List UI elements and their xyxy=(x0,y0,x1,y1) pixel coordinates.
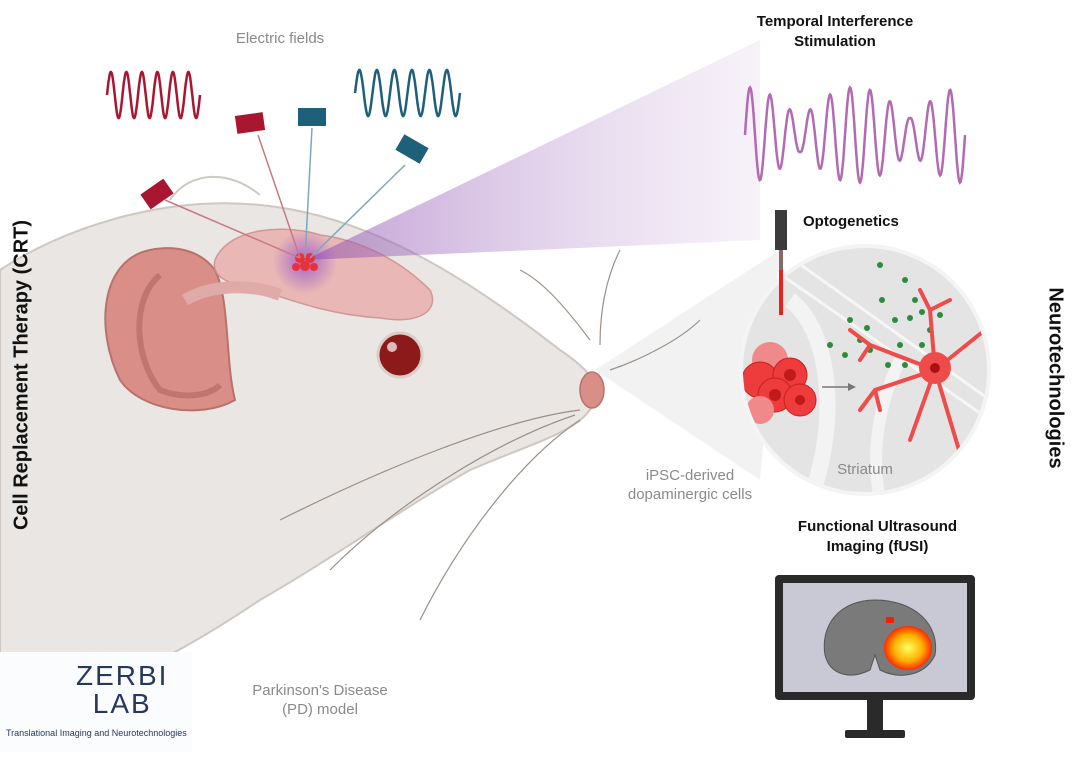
electrode-red xyxy=(140,178,174,210)
cell-cluster xyxy=(743,342,817,424)
dopamine-dot xyxy=(937,312,943,318)
dopamine-dot xyxy=(902,362,908,368)
mouse-head-back xyxy=(169,175,261,201)
dopamine-dot xyxy=(892,317,898,323)
pd-line2: (PD) model xyxy=(282,701,358,718)
dopamine-dot xyxy=(885,362,891,368)
ipsc-label: iPSC-derived dopaminergic cells xyxy=(610,466,770,504)
dopamine-dot xyxy=(912,297,918,303)
ipsc-line2: dopaminergic cells xyxy=(627,486,753,503)
optogenetics-label: Optogenetics xyxy=(803,213,899,230)
pd-line1: Parkinson's Disease xyxy=(252,682,388,699)
dopamine-dot xyxy=(879,297,885,303)
ipsc-line1: iPSC-derived xyxy=(645,467,735,484)
electrode-blue xyxy=(298,108,326,126)
dopamine-dot xyxy=(827,342,833,348)
dopamine-dot xyxy=(847,317,853,323)
dopamine-dot xyxy=(897,342,903,348)
logo-name-line2: LAB xyxy=(92,688,152,719)
whiskers xyxy=(279,249,701,621)
logo-name: ZERBI LAB xyxy=(76,662,168,718)
electric-field-wave-blue xyxy=(353,68,462,118)
ti-title-line1: Temporal Interference xyxy=(756,13,914,30)
zerbi-lab-logo: ZERBI LAB Translational Imaging and Neur… xyxy=(0,652,192,752)
electric-field-arrows xyxy=(164,127,406,259)
zoom-cone xyxy=(595,250,780,480)
ti-title-line2: Stimulation xyxy=(794,33,876,50)
dopamine-dot xyxy=(907,315,913,321)
optic-fiber xyxy=(775,210,787,250)
dopamine-dot xyxy=(864,325,870,331)
mouse-nose xyxy=(579,371,605,409)
mouse-eye xyxy=(376,331,424,379)
electrode-red xyxy=(234,112,266,134)
fusi-line2: Imaging (fUSI) xyxy=(826,538,929,555)
fusi-line1: Functional Ultrasound xyxy=(797,518,958,535)
electric-field-wave-red xyxy=(105,70,202,120)
crt-vertical-title: Cell Replacement Therapy (CRT) xyxy=(10,219,33,531)
dopamine-dot xyxy=(842,352,848,358)
temporal-interference-wave xyxy=(743,85,967,185)
ti-title: Temporal Interference Stimulation xyxy=(735,12,935,52)
electric-fields-label: Electric fields xyxy=(235,30,325,47)
striatum-label: Striatum xyxy=(837,461,893,478)
electrode-blue xyxy=(395,134,429,164)
logo-tagline: Translational Imaging and Neurotechnolog… xyxy=(6,728,187,738)
fusi-activation xyxy=(884,626,932,670)
dopamine-dot xyxy=(919,309,925,315)
ti-beam xyxy=(305,40,760,260)
pd-model-label: Parkinson's Disease (PD) model xyxy=(230,681,410,719)
logo-name-line1: ZERBI xyxy=(76,660,169,691)
neurotechnologies-vertical-title: Neurotechnologies xyxy=(1044,287,1067,469)
dopamine-dot xyxy=(919,342,925,348)
dopamine-dot xyxy=(902,277,908,283)
fusi-title: Functional Ultrasound Imaging (fUSI) xyxy=(770,517,985,557)
dopamine-dot xyxy=(877,262,883,268)
